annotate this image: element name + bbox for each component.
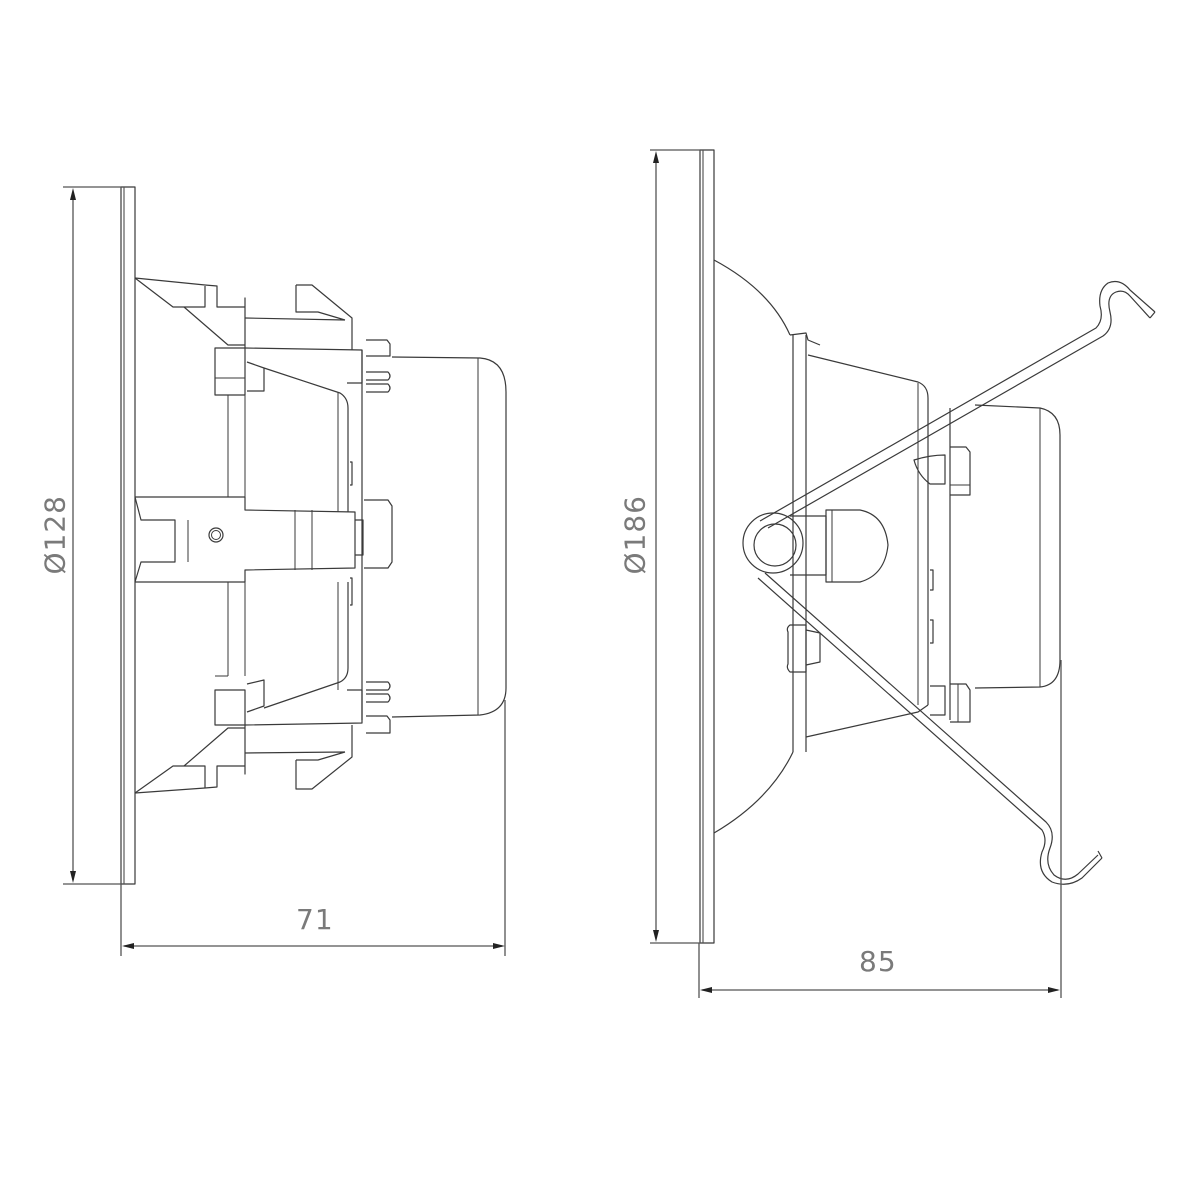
large-luminaire — [699, 149, 1156, 944]
small-diameter-label: Ø128 — [38, 495, 72, 575]
small-luminaire — [120, 186, 507, 885]
large-luminaire-dimensions — [650, 149, 1062, 998]
small-depth-label: 71 — [296, 903, 334, 936]
small-luminaire-dimensions — [63, 186, 506, 956]
large-diameter-label: Ø186 — [618, 495, 652, 575]
large-depth-label: 85 — [859, 945, 897, 978]
